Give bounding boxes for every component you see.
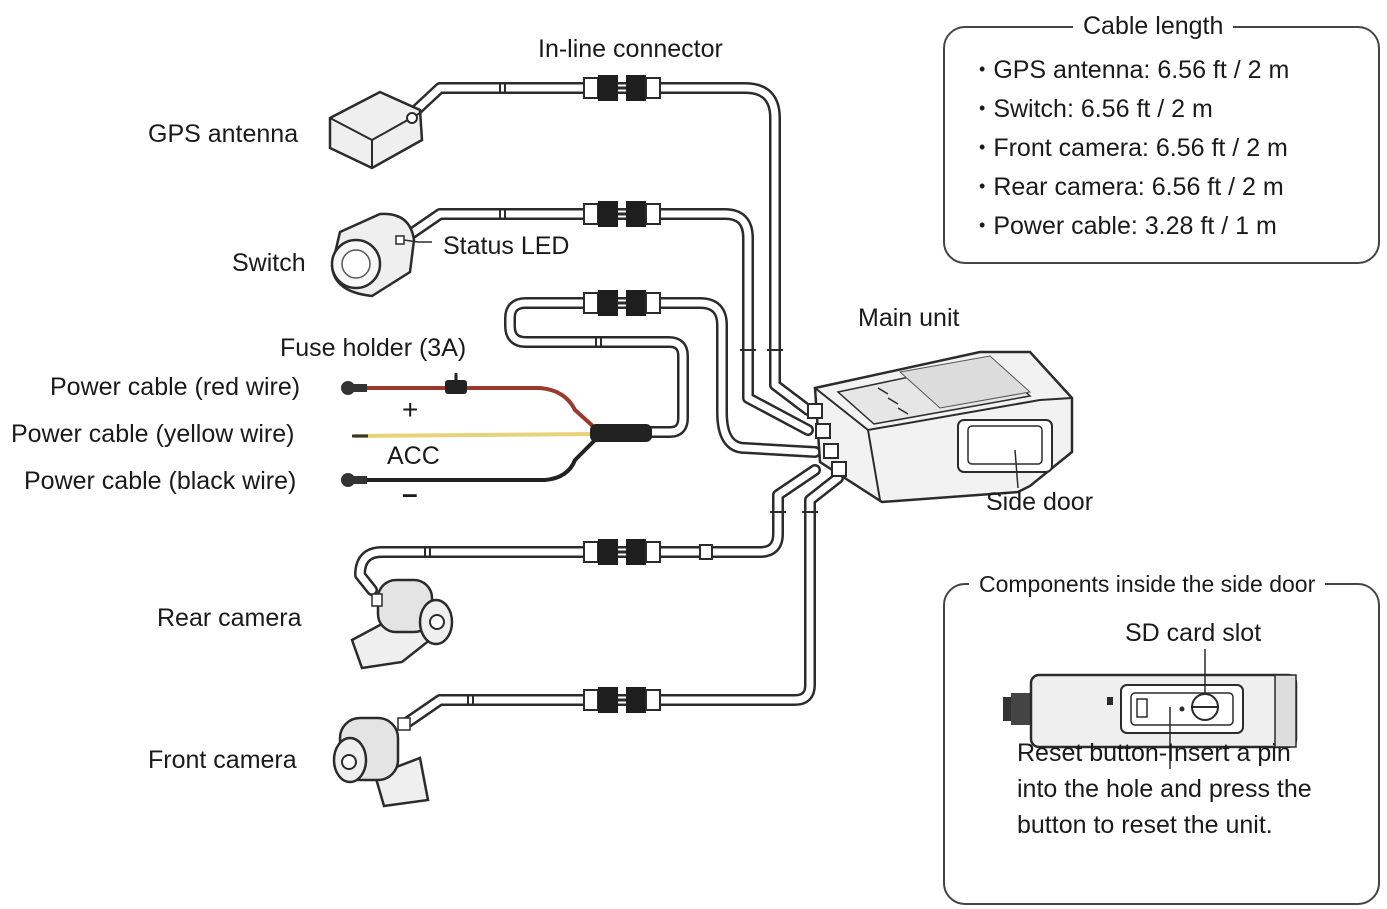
front-camera-label: Front camera bbox=[148, 746, 297, 774]
black-wire-label: Power cable (black wire) bbox=[24, 467, 297, 495]
side-door-components-box: Components inside the side door SD card … bbox=[943, 573, 1380, 905]
reset-button-instructions: Reset button-Insert a pin into the hole … bbox=[1017, 739, 1312, 839]
side-door-label: Side door bbox=[986, 488, 1094, 516]
minus-sign: – bbox=[402, 478, 418, 509]
rear-camera-icon bbox=[350, 578, 454, 670]
side-door-unit-icon bbox=[1003, 649, 1298, 769]
cable-length-item: Switch: 6.56 ft / 2 m bbox=[979, 97, 1289, 136]
gps-antenna-icon bbox=[328, 90, 424, 170]
red-wire bbox=[358, 386, 597, 430]
sd-card-slot-label: SD card slot bbox=[1125, 619, 1262, 647]
fuse-holder-label: Fuse holder (3A) bbox=[280, 334, 467, 362]
switch-inline-connector bbox=[582, 199, 662, 229]
red-wire-label: Power cable (red wire) bbox=[50, 373, 301, 401]
cable-length-item: Power cable: 3.28 ft / 1 m bbox=[979, 214, 1289, 253]
switch-label: Switch bbox=[232, 249, 306, 277]
rear-camera-label: Rear camera bbox=[157, 604, 302, 632]
rear-camera-cable bbox=[354, 464, 821, 596]
cable-length-item: Rear camera: 6.56 ft / 2 m bbox=[979, 175, 1289, 214]
main-unit-icon bbox=[807, 350, 1074, 504]
cable-length-item: Front camera: 6.56 ft / 2 m bbox=[979, 136, 1289, 175]
main-unit-label: Main unit bbox=[858, 304, 960, 332]
inline-connector-label: In-line connector bbox=[538, 35, 723, 63]
yellow-wire-label: Power cable (yellow wire) bbox=[11, 420, 295, 448]
cable-length-box: Cable length GPS antenna: 6.56 ft / 2 m … bbox=[943, 14, 1380, 264]
splitter-block bbox=[590, 424, 652, 442]
acc-label: ACC bbox=[387, 442, 440, 470]
status-led-label: Status LED bbox=[443, 232, 570, 260]
gps-antenna-label: GPS antenna bbox=[148, 120, 299, 148]
power-inline-connector bbox=[582, 288, 662, 318]
gps-inline-connector bbox=[582, 73, 662, 103]
cable-length-list: GPS antenna: 6.56 ft / 2 m Switch: 6.56 … bbox=[979, 58, 1289, 253]
cable-length-title: Cable length bbox=[1073, 14, 1234, 39]
plus-sign: + bbox=[402, 394, 419, 425]
switch-icon bbox=[330, 212, 432, 298]
red-wire-terminal bbox=[341, 381, 367, 395]
black-wire-terminal bbox=[341, 473, 367, 487]
front-camera-inline-connector bbox=[582, 685, 662, 715]
rear-camera-inline-connector bbox=[582, 537, 662, 567]
black-wire bbox=[358, 438, 597, 482]
side-door-components-title: Components inside the side door bbox=[969, 573, 1326, 596]
front-camera-icon bbox=[332, 716, 430, 808]
fuse-holder-icon bbox=[445, 373, 467, 394]
yellow-wire bbox=[353, 432, 597, 438]
cable-length-item: GPS antenna: 6.56 ft / 2 m bbox=[979, 58, 1289, 97]
